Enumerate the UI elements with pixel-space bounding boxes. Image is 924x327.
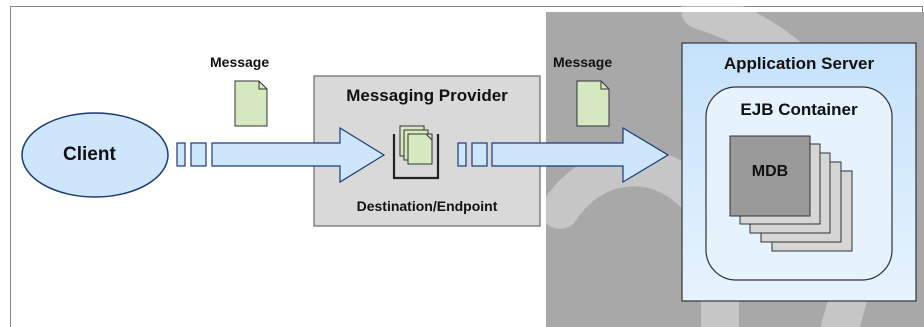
message-segment bbox=[176, 142, 186, 167]
arrow-client-to-provider bbox=[211, 126, 386, 184]
message-label-left: Message bbox=[210, 54, 270, 70]
ejb-container-label: EJB Container bbox=[740, 100, 858, 119]
mdb-label: MDB bbox=[751, 163, 789, 180]
message-document-icon bbox=[576, 80, 610, 127]
message-document-fold bbox=[600, 81, 609, 90]
message-segment bbox=[471, 142, 488, 167]
destination-queue-icon bbox=[392, 125, 440, 180]
message-segment bbox=[190, 142, 207, 167]
client-label: Client bbox=[63, 144, 116, 165]
arrow-provider-to-server bbox=[491, 126, 670, 184]
mdb-box bbox=[729, 135, 811, 217]
mdb-stack bbox=[729, 135, 853, 252]
destination-endpoint-label: Destination/Endpoint bbox=[356, 198, 498, 214]
message-document-fold bbox=[258, 81, 267, 90]
message-document-icon bbox=[234, 80, 268, 127]
client-ellipse bbox=[21, 112, 169, 198]
message-label-right: Message bbox=[553, 54, 613, 70]
application-server-label: Application Server bbox=[723, 54, 875, 73]
messaging-provider-label: Messaging Provider bbox=[346, 86, 508, 105]
message-segment bbox=[457, 142, 467, 167]
